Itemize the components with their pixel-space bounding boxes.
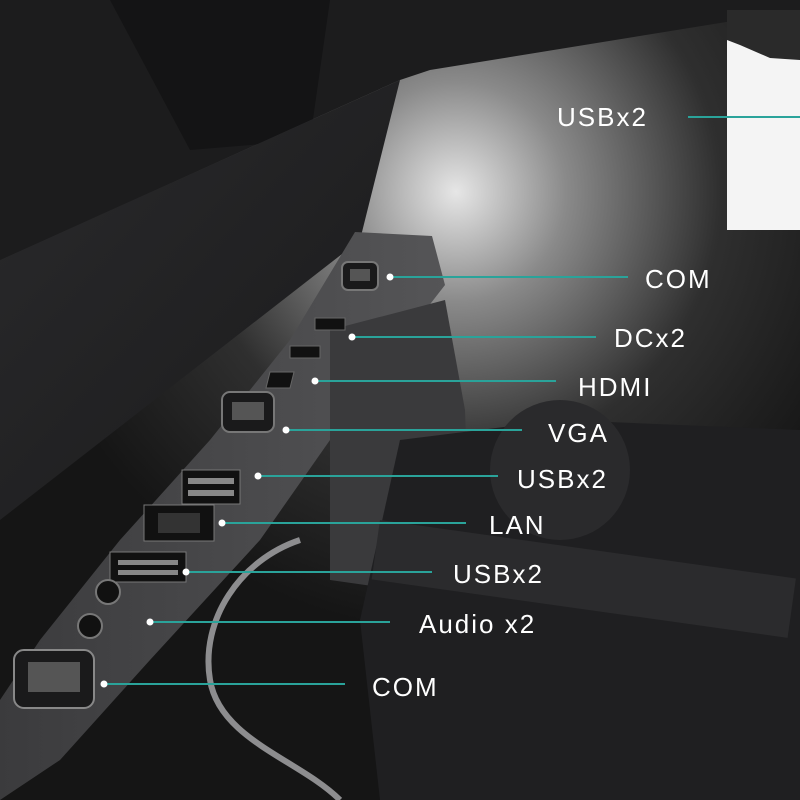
cable (205, 537, 343, 800)
label-usb-top: USBx2 (557, 102, 648, 132)
screen-bezel (727, 10, 800, 60)
port-hdmi (265, 371, 295, 389)
hinge-knob (490, 400, 630, 540)
label-audio: Audio x2 (419, 609, 537, 639)
stand-shadow (360, 420, 800, 800)
label-usb-lower: USBx2 (453, 559, 544, 589)
label-hdmi: HDMI (578, 372, 653, 402)
stand-arm (371, 520, 796, 638)
port-lan (143, 504, 215, 542)
label-usb-middle: USBx2 (517, 464, 608, 494)
label-com-top: COM (645, 264, 712, 294)
port-com-top (341, 261, 379, 291)
port-dc (289, 317, 346, 359)
port-usb-middle (181, 469, 241, 505)
device-body (0, 80, 400, 520)
label-com-bottom: COM (372, 672, 439, 702)
label-dc: DCx2 (614, 323, 688, 353)
port-usb-lower (109, 551, 187, 583)
port-vga (221, 391, 275, 433)
screen-corner (727, 30, 800, 230)
port-com-bottom (13, 649, 95, 709)
callout-leaders (104, 116, 800, 685)
label-vga: VGA (548, 418, 609, 448)
top-shadow (110, 0, 330, 150)
port-audio (77, 579, 121, 639)
label-lan: LAN (489, 510, 546, 540)
callout-dots (100, 273, 394, 688)
